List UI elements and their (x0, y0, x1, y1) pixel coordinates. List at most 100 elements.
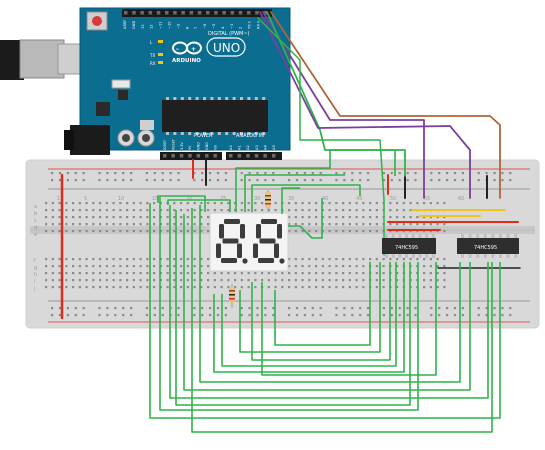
breadboard-hole[interactable] (267, 209, 270, 212)
breadboard-hole[interactable] (126, 258, 129, 261)
breadboard-hole[interactable] (409, 202, 412, 205)
breadboard-hole[interactable] (65, 209, 68, 212)
breadboard-hole[interactable] (58, 202, 61, 205)
digital-pin[interactable] (173, 11, 177, 15)
breadboard-hole[interactable] (409, 223, 412, 226)
breadboard-hole[interactable] (132, 265, 135, 268)
breadboard-hole[interactable] (213, 209, 216, 212)
rail-hole[interactable] (303, 179, 306, 182)
rail-hole[interactable] (453, 172, 457, 175)
breadboard-hole[interactable] (355, 258, 358, 261)
breadboard-hole[interactable] (180, 258, 183, 261)
wire-seg[interactable] (149, 203, 501, 419)
breadboard-hole[interactable] (261, 202, 264, 205)
rail-hole[interactable] (256, 172, 259, 175)
breadboard-hole[interactable] (261, 209, 264, 212)
rail-hole[interactable] (509, 307, 512, 310)
rail-hole[interactable] (367, 307, 370, 310)
breadboard-hole[interactable] (348, 223, 351, 226)
rail-hole[interactable] (98, 172, 101, 175)
breadboard-hole[interactable] (166, 230, 169, 233)
breadboard-hole[interactable] (355, 286, 358, 289)
breadboard-hole[interactable] (193, 202, 196, 205)
breadboard-hole[interactable] (261, 279, 264, 282)
chip-pin[interactable] (461, 254, 464, 258)
breadboard-hole[interactable] (112, 279, 115, 282)
rail-hole[interactable] (201, 179, 204, 182)
breadboard-hole[interactable] (348, 279, 351, 282)
chip-pin[interactable] (431, 254, 435, 258)
rail-hole[interactable] (201, 307, 204, 310)
breadboard-hole[interactable] (180, 223, 183, 226)
breadboard-hole[interactable] (382, 258, 385, 261)
rail-hole[interactable] (161, 307, 164, 310)
rail-hole[interactable] (406, 172, 409, 175)
breadboard-hole[interactable] (301, 279, 304, 282)
rail-hole[interactable] (335, 179, 338, 182)
rail-hole[interactable] (51, 179, 54, 182)
rail-hole[interactable] (145, 172, 148, 175)
breadboard-hole[interactable] (119, 286, 122, 289)
breadboard-hole[interactable] (173, 202, 176, 205)
rail-hole[interactable] (193, 179, 196, 182)
breadboard-hole[interactable] (159, 286, 162, 289)
breadboard-hole[interactable] (409, 258, 412, 261)
rail-hole[interactable] (161, 179, 164, 182)
breadboard-hole[interactable] (193, 230, 196, 233)
breadboard-hole[interactable] (92, 223, 95, 226)
breadboard-hole[interactable] (362, 223, 365, 226)
breadboard-hole[interactable] (328, 286, 331, 289)
breadboard-hole[interactable] (58, 230, 61, 233)
breadboard-hole[interactable] (288, 216, 291, 219)
rail-hole[interactable] (98, 179, 101, 182)
breadboard-hole[interactable] (301, 258, 304, 261)
breadboard-hole[interactable] (159, 223, 162, 226)
digital-pin-header[interactable] (122, 9, 272, 17)
wire-purple-latch[interactable] (259, 11, 471, 199)
digital-pin[interactable] (247, 11, 251, 15)
breadboard-hole[interactable] (186, 202, 189, 205)
rail-hole[interactable] (106, 314, 109, 317)
analog-pin[interactable] (229, 154, 233, 158)
wire-seg[interactable] (167, 199, 231, 212)
chip-pin[interactable] (431, 234, 435, 238)
breadboard-hole[interactable] (288, 279, 291, 282)
rail-hole[interactable] (461, 179, 464, 182)
breadboard-hole[interactable] (274, 272, 277, 275)
rail-hole[interactable] (461, 307, 464, 310)
breadboard-hole[interactable] (254, 272, 257, 275)
rail-hole[interactable] (288, 179, 291, 182)
rail-hole[interactable] (295, 179, 299, 182)
breadboard-hole[interactable] (240, 279, 243, 282)
rail-hole[interactable] (114, 172, 117, 175)
breadboard-hole[interactable] (301, 265, 304, 268)
breadboard-hole[interactable] (234, 286, 237, 289)
breadboard-hole[interactable] (308, 202, 311, 205)
digital-pin[interactable] (238, 11, 243, 15)
breadboard-hole[interactable] (193, 216, 196, 219)
breadboard-hole[interactable] (362, 265, 365, 268)
breadboard-hole[interactable] (132, 258, 135, 261)
wire-seg[interactable] (235, 149, 396, 212)
wire-green-pin[interactable] (257, 17, 385, 256)
breadboard-hole[interactable] (308, 272, 311, 275)
breadboard-hole[interactable] (281, 286, 284, 289)
breadboard-hole[interactable] (234, 279, 237, 282)
breadboard-hole[interactable] (92, 258, 95, 261)
breadboard-hole[interactable] (335, 279, 338, 282)
breadboard-hole[interactable] (436, 230, 439, 233)
breadboard-hole[interactable] (355, 279, 358, 282)
rail-hole[interactable] (224, 307, 227, 310)
breadboard-hole[interactable] (193, 258, 196, 261)
breadboard-hole[interactable] (92, 209, 95, 212)
rail-hole[interactable] (438, 179, 441, 182)
chip-pin[interactable] (468, 254, 472, 258)
breadboard-hole[interactable] (85, 272, 88, 275)
breadboard-hole[interactable] (112, 265, 115, 268)
breadboard-hole[interactable] (328, 202, 331, 205)
rail-hole[interactable] (224, 314, 227, 317)
breadboard-hole[interactable] (72, 286, 75, 289)
breadboard-hole[interactable] (200, 216, 203, 219)
breadboard-hole[interactable] (45, 272, 48, 275)
breadboard-hole[interactable] (423, 272, 426, 275)
